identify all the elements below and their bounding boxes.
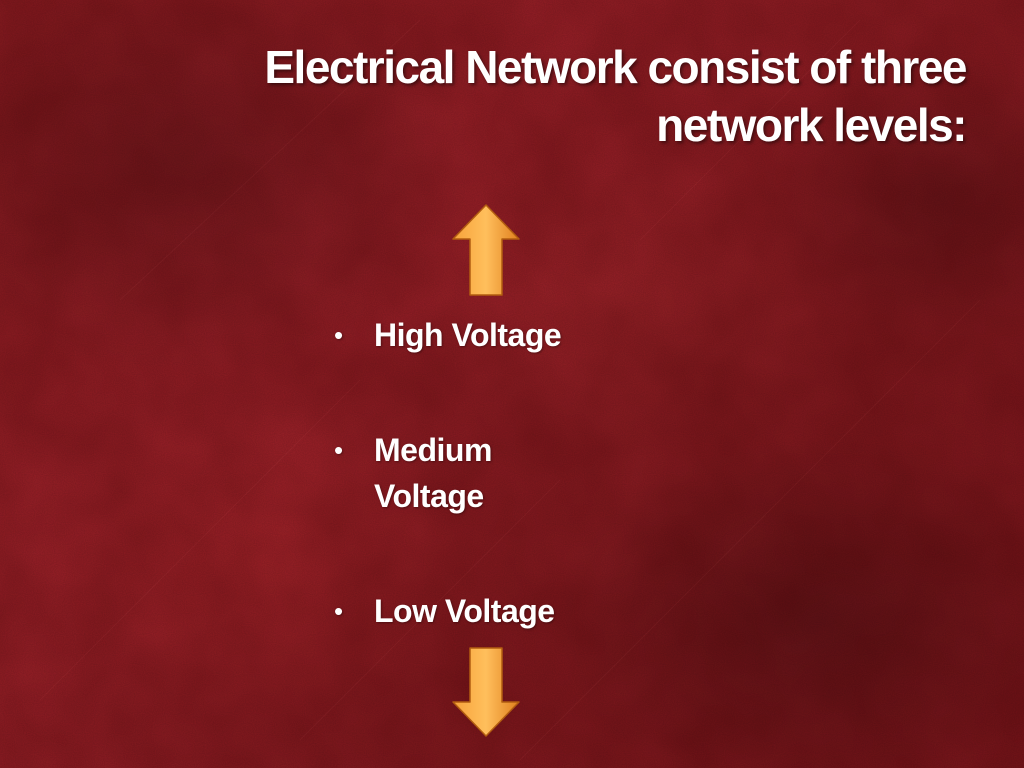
list-item-label: Medium Voltage xyxy=(374,432,492,514)
title-line-2: network levels: xyxy=(656,99,967,151)
bullet-marker: • xyxy=(334,435,343,465)
title-line-1: Electrical Network consist of three xyxy=(264,41,967,93)
slide-title: Electrical Network consist of three netw… xyxy=(66,38,967,154)
bullet-marker: • xyxy=(334,596,343,626)
arrow-down-icon xyxy=(452,647,520,737)
bullet-marker: • xyxy=(334,320,343,350)
arrow-up-icon xyxy=(452,204,520,296)
list-item-label: Low Voltage xyxy=(374,593,555,629)
list-item-label: High Voltage xyxy=(374,317,562,353)
